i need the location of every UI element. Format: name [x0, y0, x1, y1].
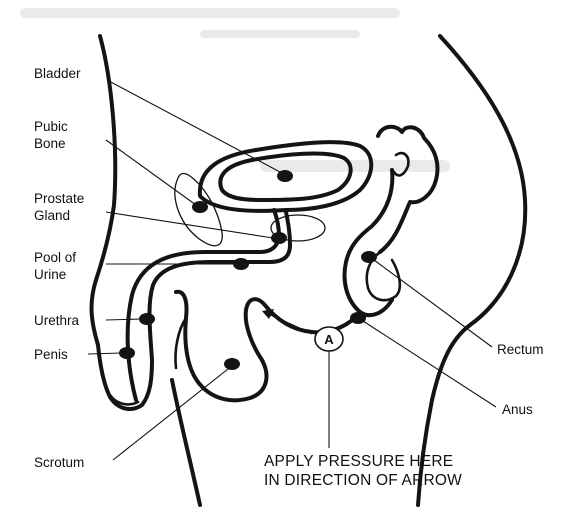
marker-a: A — [315, 327, 343, 351]
rectum-shape — [345, 127, 438, 315]
labels: Bladder Pubic Bone Prostate Gland Pool o… — [34, 66, 544, 470]
label-anus: Anus — [502, 402, 533, 417]
label-scrotum: Scrotum — [34, 455, 84, 470]
label-prostate-line2: Gland — [34, 208, 70, 223]
anus-dot — [350, 312, 366, 324]
prostate-dot — [271, 232, 287, 244]
marker-a-label: A — [324, 332, 334, 347]
urethra-dot — [139, 313, 155, 325]
instruction-caption: APPLY PRESSURE HERE IN DIRECTION OF ARRO… — [264, 453, 462, 489]
label-pool-line1: Pool of — [34, 250, 76, 265]
instruction-line1: APPLY PRESSURE HERE — [264, 453, 453, 470]
scrotum-dot — [224, 358, 240, 370]
label-prostate-line1: Prostate — [34, 191, 84, 206]
instruction-line2: IN DIRECTION OF ARROW — [264, 472, 462, 489]
penis-dot — [119, 347, 135, 359]
label-pool-line2: Urine — [34, 267, 66, 282]
label-pubic-bone-line1: Pubic — [34, 119, 68, 134]
label-urethra: Urethra — [34, 313, 80, 328]
label-bladder: Bladder — [34, 66, 81, 81]
pressure-arrow — [262, 309, 312, 334]
label-penis: Penis — [34, 347, 68, 362]
label-rectum: Rectum — [497, 342, 544, 357]
rectum-dot — [361, 251, 377, 263]
scan-artifacts — [20, 8, 450, 172]
pubic-bone-dot — [192, 201, 208, 213]
label-pubic-bone-line2: Bone — [34, 136, 66, 151]
